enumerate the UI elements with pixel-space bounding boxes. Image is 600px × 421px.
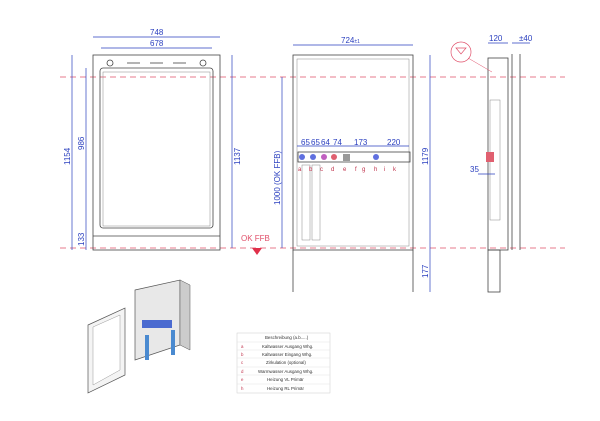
svg-text:Kaltwasser Ausgang Whg.: Kaltwasser Ausgang Whg.: [262, 344, 313, 349]
legend-row: b Kaltwasser Eingang Whg.: [237, 352, 330, 359]
svg-text:c: c: [241, 360, 244, 365]
dim-height-right: 1137: [233, 147, 242, 165]
dim-depth: 120: [489, 34, 503, 43]
isometric-preview: [87, 279, 191, 394]
legend-row: a Kaltwasser Ausgang Whg.: [237, 344, 330, 351]
spacing-5: 173: [354, 138, 368, 147]
svg-text:k: k: [393, 167, 397, 173]
middle-view: 724±1 65 65 64 74 173 220 a b c d e f g …: [273, 36, 431, 292]
spacing-2: 65: [311, 138, 320, 147]
svg-text:g: g: [362, 167, 365, 173]
legend-row: e Heizung VL Primär: [237, 377, 330, 385]
spacing-6: 220: [387, 138, 401, 147]
svg-text:Kaltwasser Eingang Whg.: Kaltwasser Eingang Whg.: [262, 352, 312, 357]
svg-text:e: e: [241, 377, 244, 382]
front-view: 748 678 1154 986 133 1137: [63, 28, 242, 251]
svg-text:h: h: [374, 167, 377, 173]
dim-height-middle: 1179: [421, 147, 430, 165]
spacing-1: 65: [301, 138, 310, 147]
dim-adjust: ±40: [519, 34, 533, 43]
svg-text:f: f: [355, 167, 357, 173]
dim-height-ffb: 1000 (OK FFB): [273, 150, 282, 205]
svg-text:e: e: [343, 167, 347, 173]
svg-text:Heizung RL Primär: Heizung RL Primär: [267, 386, 304, 391]
svg-text:Warmwasser Ausgang Whg.: Warmwasser Ausgang Whg.: [258, 369, 313, 374]
legend-table: Beschreibung (a.b.....) a Kaltwasser Ausg…: [236, 332, 331, 394]
svg-text:d: d: [241, 369, 244, 374]
side-view: 120 ±40 35: [450, 34, 533, 293]
dim-height-panel: 986: [77, 136, 86, 150]
floor-triangle-icon: [252, 248, 262, 255]
svg-text:c: c: [320, 167, 323, 173]
svg-text:d: d: [331, 167, 334, 173]
svg-text:i: i: [384, 167, 385, 173]
legend-header: Beschreibung (a.b.....): [265, 335, 309, 340]
svg-text:Zirkulation (optional): Zirkulation (optional): [266, 360, 306, 365]
spacing-4: 74: [333, 138, 342, 147]
svg-text:b: b: [309, 167, 313, 173]
dim-offset: 35: [470, 165, 479, 174]
connection-valves: [299, 154, 379, 161]
floor-label: OK FFB: [241, 234, 270, 243]
svg-text:Heizung VL Primär: Heizung VL Primär: [267, 377, 304, 382]
dim-height-total: 1154: [63, 147, 72, 165]
svg-text:a: a: [298, 167, 302, 173]
svg-text:b: b: [241, 352, 244, 357]
dim-width-inner: 678: [150, 39, 164, 48]
dim-width-outer: 748: [150, 28, 164, 37]
spacing-3: 64: [321, 138, 330, 147]
dim-height-base: 133: [77, 232, 86, 246]
svg-text:h: h: [241, 386, 244, 391]
legend-row: d Warmwasser Ausgang Whg.: [237, 369, 330, 376]
dim-leg-height: 177: [421, 264, 430, 278]
legend-row: c Zirkulation (optional): [237, 360, 330, 368]
svg-text:a: a: [241, 344, 244, 349]
dim-width-middle: 724±1: [341, 36, 360, 45]
legend-row: h Heizung RL Primär: [241, 386, 304, 391]
connection-letters: a b c d e f g h i k: [298, 167, 397, 173]
level-symbol-icon: [450, 41, 472, 63]
